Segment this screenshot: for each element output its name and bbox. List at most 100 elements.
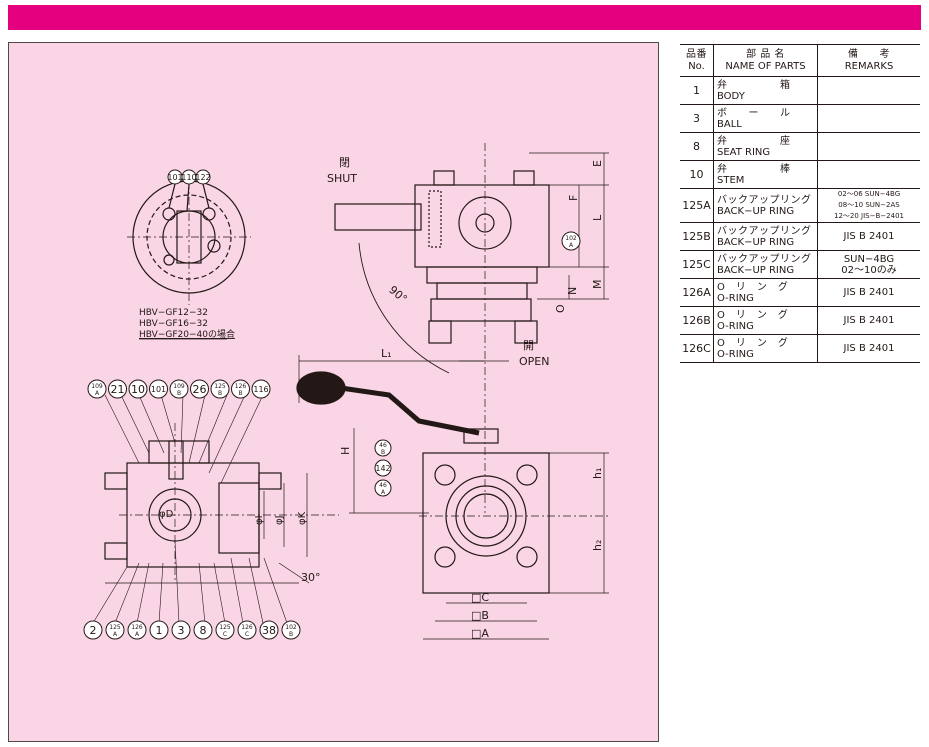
part-name-en: BACK−UP RING (717, 236, 795, 248)
dim-e-label: E (591, 160, 604, 167)
remarks-line: JIS B 2401 (843, 231, 895, 242)
dim-l-label: L (591, 214, 604, 221)
balloon-125-c: 125C (215, 620, 235, 640)
balloon-10: 10 (128, 379, 148, 399)
front-view (298, 143, 609, 513)
balloon-3: 3 (171, 620, 191, 640)
svg-text:B: B (177, 390, 181, 397)
dim-i-label: φI (254, 515, 265, 525)
part-name-en: BACK−UP RING (717, 264, 795, 276)
svg-text:46: 46 (379, 442, 387, 449)
svg-text:A: A (569, 242, 574, 249)
svg-text:109: 109 (91, 383, 103, 390)
part-name-jp: 弁 棒 (717, 163, 791, 175)
remarks-cell (817, 160, 920, 189)
dim-f-label: F (567, 195, 580, 201)
svg-text:102: 102 (565, 235, 577, 242)
svg-text:C: C (245, 631, 249, 638)
dim-l1-label: L₁ (381, 347, 392, 360)
detail-view (127, 180, 251, 305)
svg-text:125: 125 (109, 624, 121, 631)
remarks-line: 02〜06 SUN−4BG (837, 190, 901, 198)
balloon-21: 21 (108, 379, 127, 399)
svg-text:A: A (113, 631, 118, 638)
dim-c-label: □C (471, 591, 489, 604)
part-number-cell: 125B (680, 222, 714, 251)
svg-text:38: 38 (262, 624, 276, 637)
svg-text:122: 122 (195, 173, 210, 182)
svg-text:21: 21 (111, 383, 125, 396)
part-number-cell: 8 (680, 132, 714, 161)
svg-text:110: 110 (181, 173, 196, 182)
part-number-cell: 10 (680, 160, 714, 189)
dim-h1-label: h₁ (591, 468, 604, 479)
side-view (296, 371, 609, 640)
part-name-en: BACK−UP RING (717, 205, 795, 217)
remarks-cell (817, 104, 920, 133)
part-name-jp: バックアップリング (717, 194, 812, 206)
svg-text:125: 125 (219, 624, 231, 631)
svg-text:A: A (381, 489, 386, 496)
svg-text:C: C (223, 631, 227, 638)
svg-text:116: 116 (253, 385, 268, 394)
part-name-en: STEM (717, 174, 745, 186)
dim-a-label: □A (471, 627, 489, 640)
remarks-cell: 02〜06 SUN−4BG 08〜10 SUN−2AS 12〜20 JIS−B−24… (817, 188, 920, 223)
part-name-en: O-RING (717, 320, 754, 332)
balloon-126-a: 126A (127, 620, 147, 640)
part-name-en: BODY (717, 90, 745, 102)
dim-b-label: □B (471, 609, 489, 622)
svg-text:B: B (218, 390, 222, 397)
svg-text:126: 126 (235, 383, 247, 390)
svg-text:142: 142 (375, 464, 390, 473)
remarks-line: 12〜20 JIS−B−2401 (834, 212, 904, 220)
remarks-line: 08〜10 SUN−2AS (838, 201, 900, 209)
svg-text:10: 10 (131, 383, 145, 396)
header-bar (8, 5, 921, 30)
shut-label-jp: 閉 (339, 156, 350, 169)
part-name-jp: バックアップリング (717, 225, 812, 237)
balloon-101: 101 (149, 379, 168, 399)
balloon-122: 122 (195, 169, 211, 185)
balloon-125-b: 125B (210, 379, 230, 399)
shut-label-en: SHUT (327, 172, 357, 185)
dim-k-label: φK (297, 511, 308, 525)
model-label-3: HBV−GF20−40の場合 (139, 328, 235, 340)
balloon-8: 8 (193, 620, 213, 640)
model-label-2: HBV−GF16−32 (139, 319, 208, 329)
remarks-line: JIS B 2401 (843, 343, 895, 354)
part-number-cell: 125A (680, 188, 714, 223)
part-number-cell: 125C (680, 250, 714, 279)
remarks-line: JIS B 2401 (843, 287, 895, 298)
remarks-cell (817, 76, 920, 105)
part-number-cell: 126B (680, 306, 714, 335)
header-no: 品番 No. (680, 44, 714, 77)
svg-text:125: 125 (214, 383, 226, 390)
svg-text:A: A (135, 631, 140, 638)
part-name-jp: 弁 箱 (717, 79, 791, 91)
svg-text:126: 126 (131, 624, 143, 631)
dim-j-label: φJ (274, 515, 285, 525)
balloon-110: 110 (181, 169, 197, 185)
svg-text:101: 101 (167, 173, 182, 182)
balloon-2: 2 (83, 620, 103, 640)
balloon-101: 101 (167, 169, 183, 185)
remarks-line: 02〜10のみ (841, 264, 897, 276)
part-name-jp: O リ ン グ (717, 281, 789, 293)
